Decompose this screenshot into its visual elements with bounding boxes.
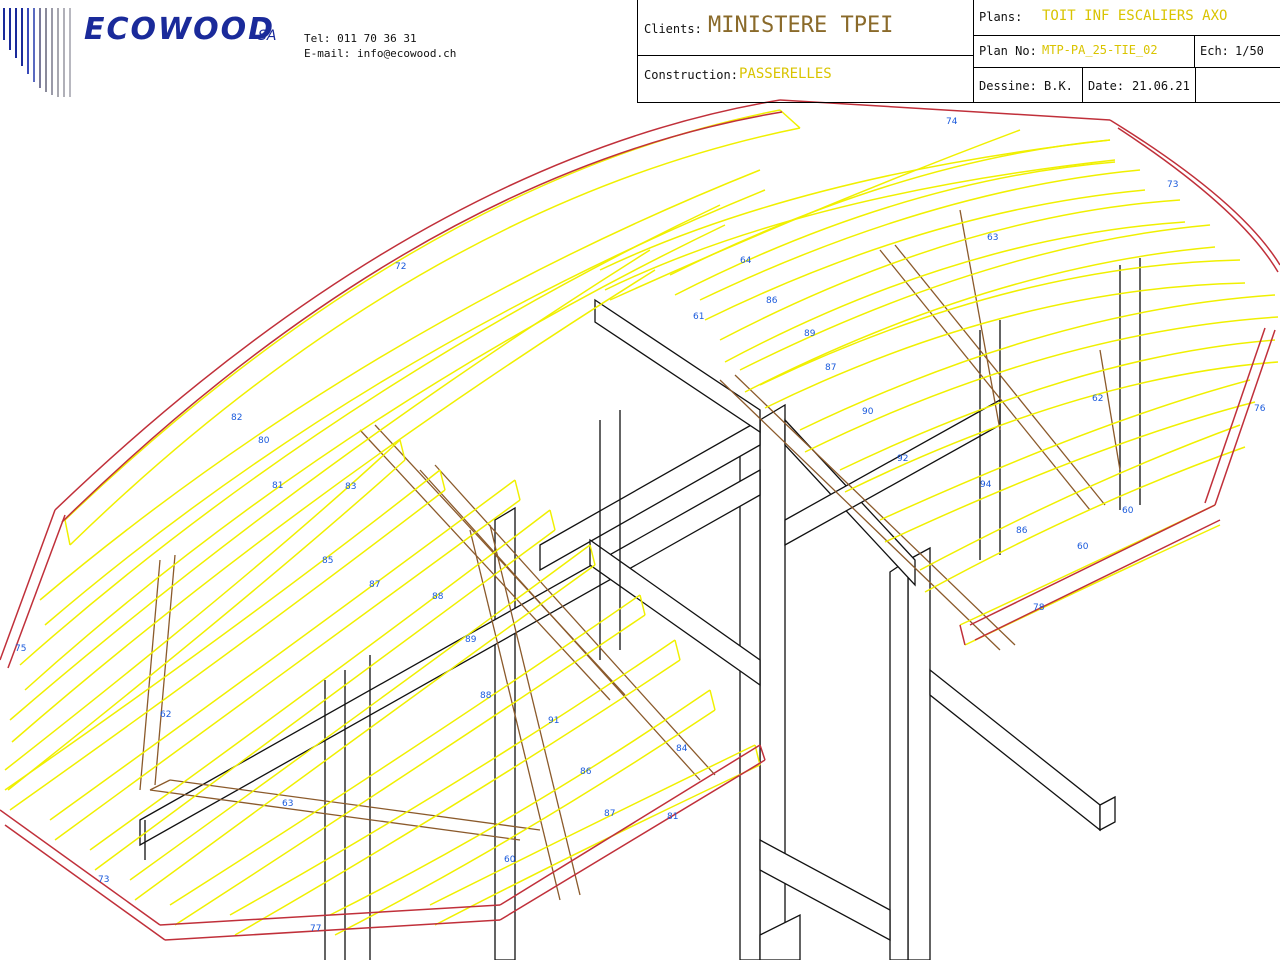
part-label: 75 [15, 644, 26, 654]
part-label: 80 [258, 436, 270, 446]
part-label: 63 [987, 233, 998, 243]
part-label: 82 [231, 413, 242, 423]
part-label: 62 [1092, 394, 1103, 404]
edge-beams [0, 99, 1280, 941]
plans-value: TOIT INF ESCALIERS AXO [1042, 8, 1228, 24]
part-label: 74 [946, 117, 958, 127]
part-label: 89 [465, 635, 477, 645]
construction-label: Construction: [644, 68, 738, 82]
date-label: Date: [1088, 79, 1125, 93]
part-label: 77 [310, 924, 321, 934]
part-label: 64 [740, 256, 752, 266]
part-label: 92 [897, 454, 908, 464]
part-label: 63 [282, 799, 293, 809]
clients-value: MINISTERE TPEI [708, 13, 894, 38]
part-label: 73 [1167, 180, 1178, 190]
clients-label: Clients: [644, 22, 702, 36]
part-label: 87 [369, 580, 380, 590]
company-email: E-mail: info@ecowood.ch [304, 47, 457, 60]
construction-value: PASSERELLES [739, 66, 832, 82]
part-label: 94 [980, 480, 992, 490]
part-label: 87 [604, 809, 615, 819]
drawn-label: Dessine: [979, 79, 1037, 93]
scale-label: Ech: [1200, 44, 1229, 58]
part-label: 62 [160, 710, 171, 720]
part-label: 85 [322, 556, 333, 566]
part-label: 81 [667, 812, 678, 822]
part-label: 60 [1077, 542, 1089, 552]
part-label: 89 [804, 329, 816, 339]
drawn-value: B.K. [1044, 79, 1073, 93]
steel-structure [139, 258, 1141, 960]
part-label: 61 [693, 312, 704, 322]
part-label: 81 [272, 481, 283, 491]
part-label: 73 [98, 875, 109, 885]
plan-no-value: MTP-PA_25-TIE_02 [1042, 43, 1158, 57]
part-label: 83 [345, 482, 356, 492]
plan-no-label: Plan No: [979, 44, 1037, 58]
part-label: 91 [548, 716, 559, 726]
part-label: 90 [862, 407, 874, 417]
part-label: 76 [1254, 404, 1266, 414]
part-label: 88 [432, 592, 444, 602]
part-label: 84 [676, 744, 688, 754]
part-label: 60 [504, 855, 516, 865]
plans-label: Plans: [979, 10, 1023, 24]
part-label: 86 [766, 296, 778, 306]
part-label: 86 [1016, 526, 1028, 536]
part-label: 87 [825, 363, 836, 373]
title-block: Clients: MINISTERE TPEI Construction: PA… [637, 0, 1280, 103]
part-label: 78 [1033, 603, 1045, 613]
part-label: 72 [395, 262, 406, 272]
part-label: 60 [1122, 506, 1134, 516]
rafters-right-wing [669, 139, 1279, 646]
logo-bars-icon [3, 8, 71, 97]
part-label: 88 [480, 691, 492, 701]
company-name: ECOWOOD [84, 12, 276, 47]
scale-value: 1/50 [1235, 44, 1264, 58]
part-labels: 74 73 72 64 63 61 86 89 87 62 90 92 82 8… [15, 117, 1266, 934]
company-suffix: SA [258, 28, 277, 44]
company-logo: ECOWOOD SA [0, 0, 300, 100]
part-label: 86 [580, 767, 592, 777]
company-phone: Tel: 011 70 36 31 [304, 32, 417, 45]
date-value: 21.06.21 [1132, 79, 1190, 93]
